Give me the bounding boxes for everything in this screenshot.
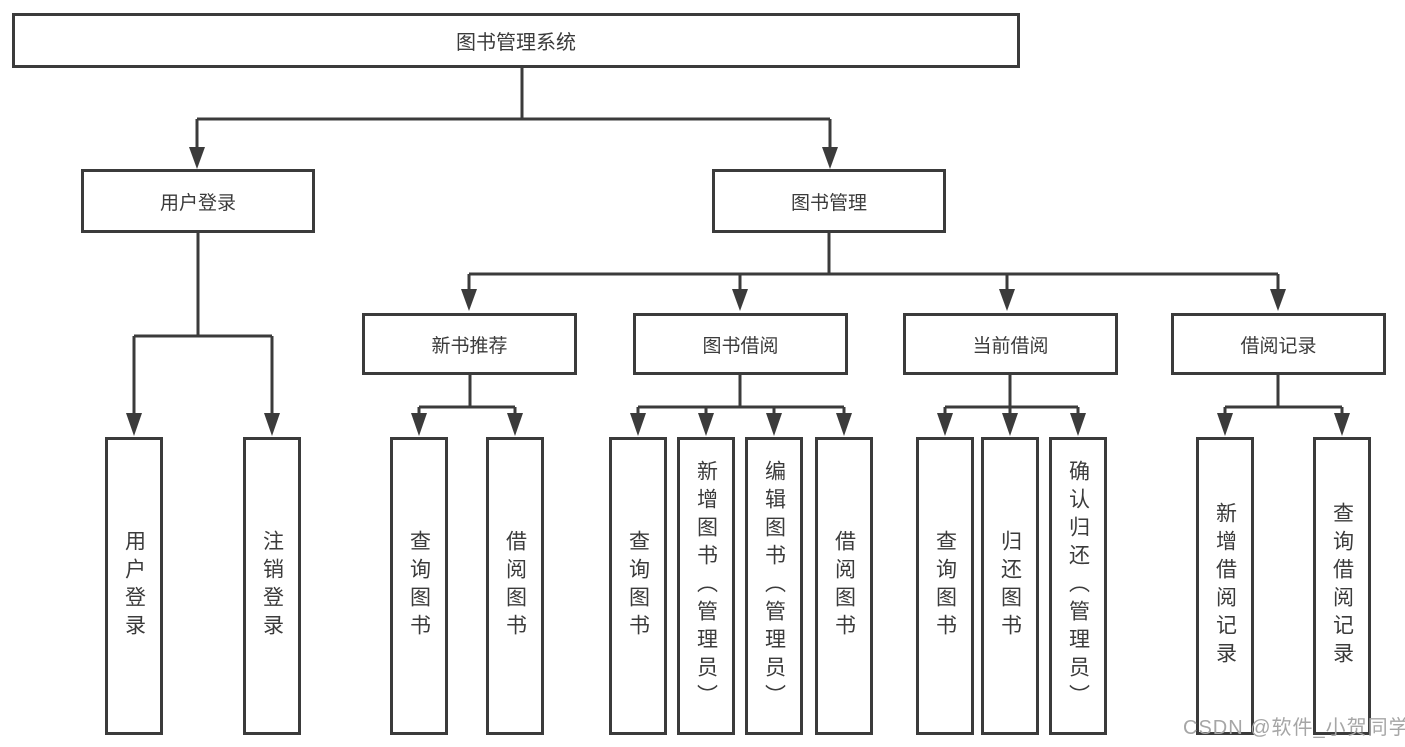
- leaf-current-confirm-return-admin-label: 确认归还（管理员）: [1066, 460, 1090, 712]
- leaf-recommend-borrow-book-label: 借阅图书: [503, 530, 527, 642]
- leaf-current-query-book: 查询图书: [916, 437, 974, 735]
- leaf-current-query-book-label: 查询图书: [933, 530, 957, 642]
- leaf-logout-label: 注销登录: [260, 530, 284, 642]
- node-root-library-system: 图书管理系统: [12, 13, 1020, 68]
- connector-book-management-to-level3: [461, 233, 1286, 311]
- leaf-borrow-add-book-admin-label: 新增图书（管理员）: [694, 460, 718, 712]
- node-book-management-label: 图书管理: [790, 192, 867, 214]
- leaf-recommend-query-book: 查询图书: [390, 437, 448, 735]
- leaf-borrow-add-book-admin: 新增图书（管理员）: [677, 437, 735, 735]
- leaf-borrow-borrow-book: 借阅图书: [815, 437, 873, 735]
- leaf-records-add-record: 新增借阅记录: [1196, 437, 1254, 735]
- connector-book-borrow-to-leaves: [630, 375, 852, 436]
- leaf-user-login: 用户登录: [105, 437, 163, 735]
- node-borrow-records: 借阅记录: [1171, 313, 1386, 375]
- leaf-records-query-record-label: 查询借阅记录: [1330, 502, 1354, 670]
- node-new-book-recommend-label: 新书推荐: [431, 335, 508, 357]
- leaf-records-query-record: 查询借阅记录: [1313, 437, 1371, 735]
- connector-root-to-level2: [189, 68, 838, 169]
- node-book-borrow: 图书借阅: [633, 313, 848, 375]
- node-borrow-records-label: 借阅记录: [1240, 335, 1317, 357]
- leaf-records-add-record-label: 新增借阅记录: [1213, 502, 1237, 670]
- leaf-current-return-book-label: 归还图书: [998, 530, 1022, 642]
- leaf-current-return-book: 归还图书: [981, 437, 1039, 735]
- node-book-borrow-label: 图书借阅: [702, 335, 779, 357]
- node-book-management: 图书管理: [712, 169, 946, 233]
- connector-current-borrow-to-leaves: [937, 375, 1086, 436]
- node-current-borrow: 当前借阅: [903, 313, 1118, 375]
- leaf-borrow-query-book-label: 查询图书: [626, 530, 650, 642]
- leaf-current-confirm-return-admin: 确认归还（管理员）: [1049, 437, 1107, 735]
- leaf-borrow-edit-book-admin: 编辑图书（管理员）: [745, 437, 803, 735]
- node-root-label: 图书管理系统: [456, 32, 576, 54]
- node-new-book-recommend: 新书推荐: [362, 313, 577, 375]
- leaf-logout: 注销登录: [243, 437, 301, 735]
- connector-borrow-records-to-leaves: [1217, 375, 1350, 436]
- connector-user-login-to-leaves: [126, 233, 280, 436]
- leaf-recommend-borrow-book: 借阅图书: [486, 437, 544, 735]
- node-user-login: 用户登录: [81, 169, 315, 233]
- leaf-borrow-query-book: 查询图书: [609, 437, 667, 735]
- leaf-user-login-label: 用户登录: [122, 530, 146, 642]
- leaf-borrow-edit-book-admin-label: 编辑图书（管理员）: [762, 460, 786, 712]
- connector-new-book-recommend-to-leaves: [411, 375, 523, 436]
- csdn-watermark: CSDN @软件_小贺同学: [1183, 717, 1405, 739]
- node-current-borrow-label: 当前借阅: [972, 335, 1049, 357]
- leaf-borrow-borrow-book-label: 借阅图书: [832, 530, 856, 642]
- node-user-login-label: 用户登录: [159, 192, 236, 214]
- leaf-recommend-query-book-label: 查询图书: [407, 530, 431, 642]
